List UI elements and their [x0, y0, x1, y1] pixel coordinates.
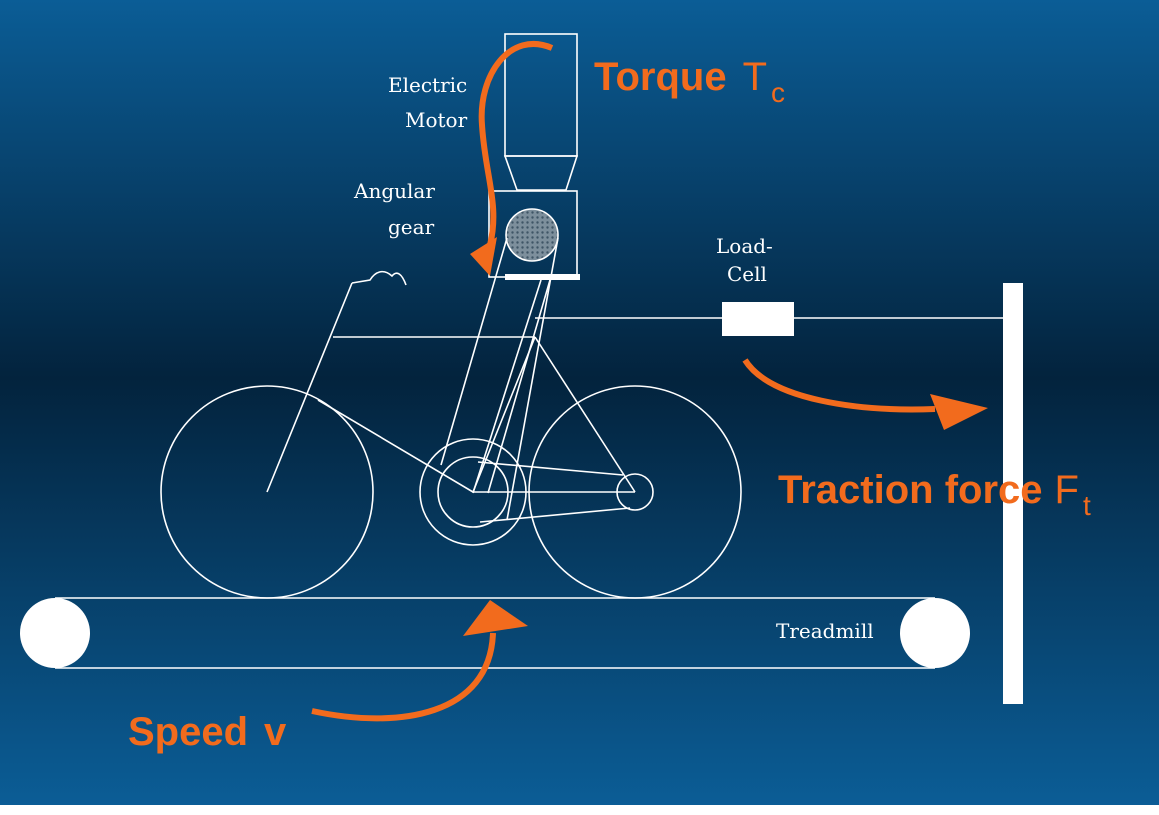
- treadmill-left-roller: [20, 598, 90, 668]
- support-post: [1003, 283, 1023, 704]
- torque-arrow: [470, 40, 554, 276]
- speed-label: Speed v: [128, 710, 287, 754]
- electric-motor: [503, 33, 579, 191]
- gear-wheel: [505, 208, 559, 262]
- load-cell-label-line1: Load-: [716, 234, 773, 258]
- angular-gear-label-line1: Angular: [353, 179, 435, 203]
- angular-gear: [488, 190, 580, 280]
- electric-motor-label-line1: Electric: [388, 73, 467, 97]
- chainring: [419, 438, 527, 546]
- traction-arrow: [742, 358, 988, 430]
- seat-tube: [472, 336, 536, 493]
- treadmill: [20, 597, 970, 669]
- traction-force-label: Traction force F t: [778, 468, 1091, 521]
- angular-gear-label-line2: gear: [388, 215, 435, 239]
- chain-lower: [479, 507, 631, 523]
- speed-arrow: [311, 600, 528, 722]
- chain-upper: [477, 461, 624, 476]
- treadmill-right-roller: [900, 598, 970, 668]
- gear-chain: [440, 237, 559, 521]
- seat-stay: [534, 336, 636, 493]
- load-cell-label-line2: Cell: [727, 262, 767, 286]
- crank-hub: [437, 456, 509, 528]
- torque-label: Torque T c: [594, 55, 785, 108]
- treadmill-label: Treadmill: [776, 619, 874, 643]
- down-tube: [317, 399, 474, 493]
- bottom-strip: [0, 805, 1159, 815]
- rear-sprocket: [616, 473, 654, 511]
- electric-motor-label-line2: Motor: [405, 108, 468, 132]
- fork: [266, 282, 353, 493]
- gear-base-plate: [505, 274, 580, 280]
- load-cell: [722, 302, 794, 336]
- handlebar: [351, 270, 407, 286]
